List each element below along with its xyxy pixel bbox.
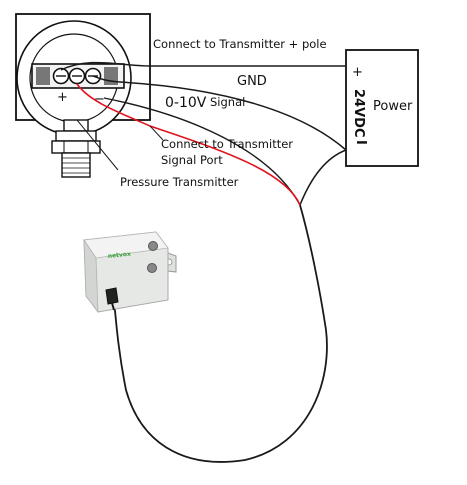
wire-positive — [60, 61, 346, 71]
wire-sensor-ground — [299, 149, 347, 206]
terminal-minus-label: − — [94, 92, 105, 107]
power-voltage-label: 24VDC — [351, 89, 366, 137]
netvox-sensor: netvox — [83, 231, 177, 314]
label-signal-voltage: 0-10V — [165, 95, 207, 111]
label-signal-port-line2: Signal Port — [161, 153, 223, 167]
label-signal-port-line1: Connect to Transmitter — [161, 137, 293, 151]
sensor-cable — [113, 204, 328, 463]
label-gnd: GND — [237, 74, 267, 89]
sensor-connector — [148, 241, 158, 251]
screw-terminal — [68, 67, 86, 85]
power-supply: + 24VDC I Power — [345, 49, 419, 167]
power-label: Power — [373, 99, 413, 114]
label-pressure-transmitter: Pressure Transmitter — [120, 175, 239, 189]
label-transmitter-positive: Connect to Transmitter + pole — [153, 37, 327, 51]
label-signal-word: Signal — [210, 95, 245, 109]
netvox-logo: netvox — [107, 251, 131, 260]
terminal-plus-label: + — [57, 90, 68, 105]
power-minus-label: I — [353, 140, 368, 145]
sensor-connector — [147, 263, 157, 273]
wire-signal-red — [76, 83, 301, 206]
screw-terminal — [52, 67, 70, 85]
wire-signal-black — [103, 97, 301, 206]
pressure-transmitter: + − — [15, 13, 151, 178]
transmitter-neck — [51, 119, 101, 178]
wire-gnd — [92, 75, 347, 151]
power-plus-label: + — [352, 65, 363, 80]
leader-line — [76, 119, 119, 171]
leader-line — [149, 125, 164, 141]
